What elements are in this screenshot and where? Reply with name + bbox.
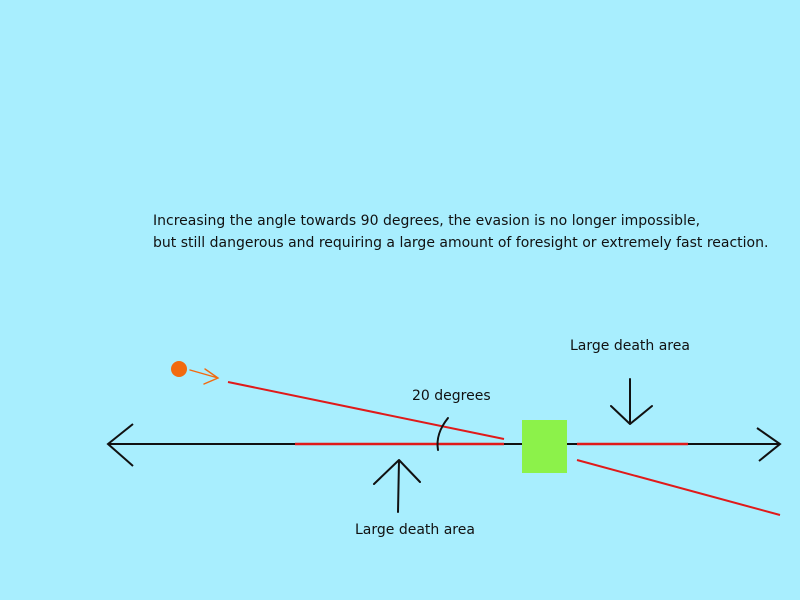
outgoing-trajectory-line — [576, 459, 781, 516]
bottom-pointer-arrow-icon — [373, 459, 421, 513]
incoming-trajectory-line — [227, 381, 505, 440]
projectile-icon — [171, 361, 187, 377]
left-arrowhead-icon — [106, 423, 134, 467]
projectile-direction-arrow-icon — [189, 368, 220, 385]
caption-line-1: Increasing the angle towards 90 degrees,… — [153, 213, 701, 229]
angle-label: 20 degrees — [412, 388, 491, 404]
death-area-bottom-label: Large death area — [355, 522, 475, 538]
death-area-top-label: Large death area — [570, 338, 690, 354]
angle-arc-icon — [436, 417, 449, 451]
caption-line-2: but still dangerous and requiring a larg… — [153, 235, 769, 251]
right-arrowhead-icon — [756, 427, 782, 462]
caption-text: Increasing the angle towards 90 degrees,… — [153, 210, 773, 254]
target-block — [522, 420, 567, 473]
top-pointer-arrow-icon — [610, 378, 653, 425]
